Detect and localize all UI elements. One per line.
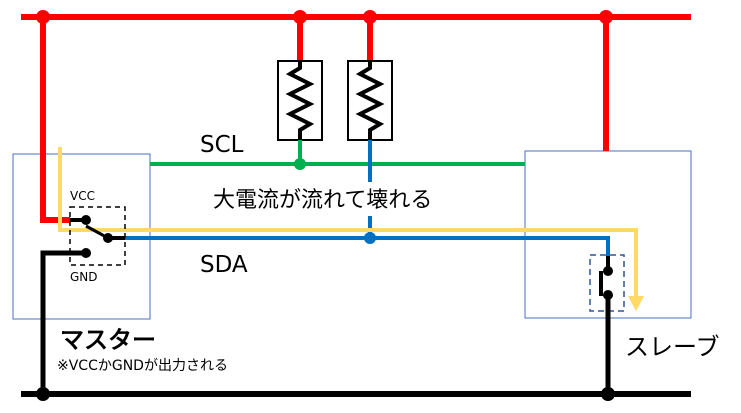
gnd-junction-master: [36, 387, 50, 401]
vcc-junction-4: [599, 10, 613, 24]
master-output-switch: [69, 206, 126, 266]
sda-junction: [364, 232, 376, 244]
sda-label: SDA: [200, 252, 248, 278]
warning-label: 大電流が流れて壊れる: [213, 188, 432, 213]
slave-label: スレーブ: [625, 333, 720, 361]
vcc-to-master-switch: [40, 17, 70, 223]
scl-label: SCL: [200, 132, 244, 158]
current-path: [58, 147, 638, 300]
slave-switch: [589, 254, 625, 312]
vcc-junction-1: [36, 10, 50, 24]
vcc-junction-3: [363, 10, 377, 24]
gnd-to-master-switch: [40, 250, 86, 395]
master-note: ※VCCかGNDが出力される: [57, 358, 228, 374]
sda-pullup-resistor: [347, 60, 393, 141]
scl-junction: [294, 158, 306, 170]
master-label: マスター: [60, 326, 156, 354]
current-path-arrowhead: [628, 296, 644, 311]
vcc-junction-2: [293, 10, 307, 24]
vcc-label: VCC: [70, 189, 95, 203]
gnd-junction-slave: [601, 387, 615, 401]
sda-line: [112, 236, 610, 256]
scl-pullup-resistor: [277, 60, 323, 141]
gnd-label: GND: [70, 270, 98, 284]
